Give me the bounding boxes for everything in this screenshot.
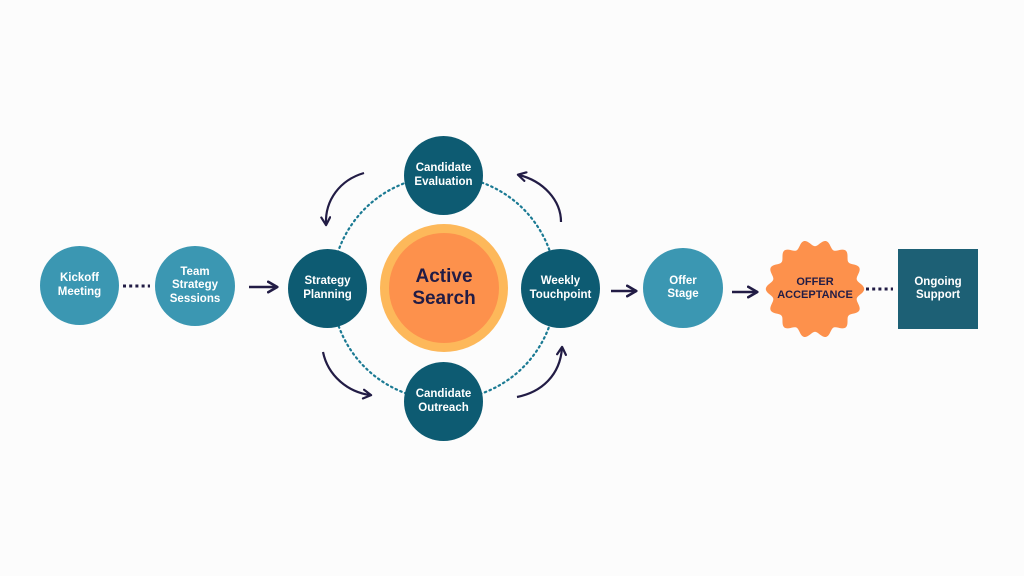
node-label-line: Strategy [304,275,351,287]
node-label-line: Planning [303,288,352,301]
node-label-line: Search [412,288,476,309]
node-ongoing-support: Ongoing Support [898,249,978,329]
node-label-line: Sessions [169,292,221,305]
node-label-line: Weekly [540,275,581,287]
node-active-search: Active Search [380,224,508,352]
node-label-line: Offer [669,274,697,287]
node-label-line: Kickoff [60,272,99,284]
node-label-line: Strategy [171,279,219,292]
active-search-core: Active Search [389,233,499,343]
node-label-line: Ongoing [914,275,962,288]
curved-arrow-touchpoint-to-evaluation [516,171,563,223]
curved-arrow-outreach-to-touchpoint [516,345,567,399]
node-label-line: Outreach [418,401,469,414]
curved-arrow-planning-to-outreach [321,351,373,400]
node-label-line: Touchpoint [529,288,592,301]
node-label-line: Meeting [57,285,102,298]
offer-acceptance-label: OFFER ACCEPTANCE [768,276,862,302]
node-label-line: ACCEPTANCE [777,289,853,301]
node-label-line: Stage [667,288,699,300]
node-label-line: Candidate [415,162,472,174]
curved-arrow-evaluation-to-planning [320,171,365,227]
node-label-line: Candidate [415,388,472,400]
node-label-line: Support [915,289,961,301]
node-label-line: Evaluation [414,175,473,188]
node-label-line: Active [415,266,473,287]
node-label-line: Team [180,265,210,278]
offer-acceptance-badge [765,240,865,338]
node-label-line: OFFER [796,276,834,288]
